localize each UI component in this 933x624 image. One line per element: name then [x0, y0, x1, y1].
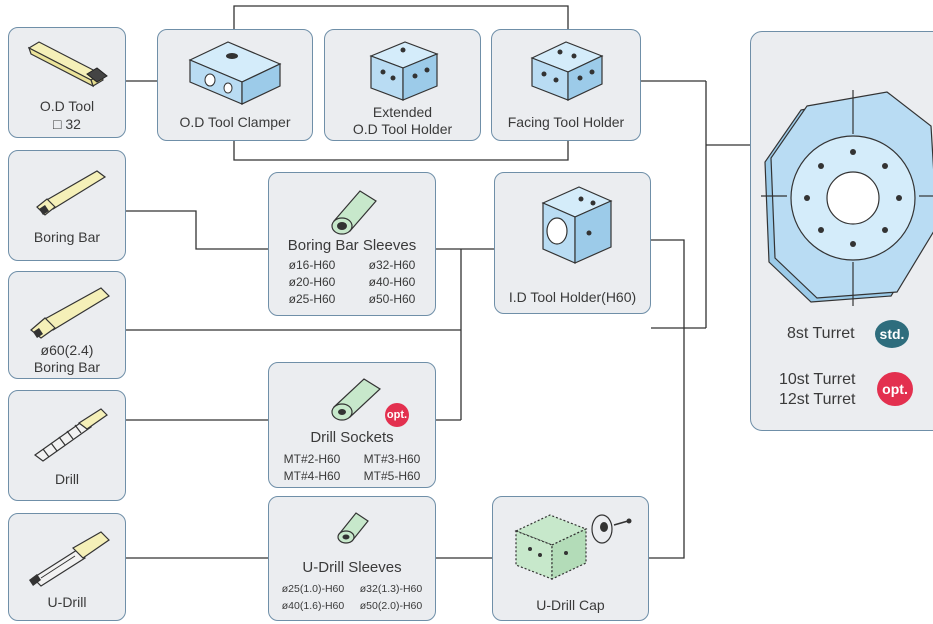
u-drill-card[interactable]: U-Drill — [8, 513, 126, 621]
drill-sockets-icon — [269, 367, 435, 428]
od-tool-clamper-card[interactable]: O.D Tool Clamper — [157, 29, 313, 141]
spec-item: ø25(1.0)-H60 — [281, 583, 345, 595]
spec-item: ø40(1.6)-H60 — [281, 600, 345, 612]
turret-icon — [761, 90, 933, 311]
id-tool-holder-card[interactable]: I.D Tool Holder(H60) — [494, 172, 651, 314]
boring-bar-60-card[interactable]: ø60(2.4) Boring Bar — [8, 271, 126, 379]
facing-tool-holder-card[interactable]: Facing Tool Holder — [491, 29, 641, 141]
spec-item: ø50(2.0)-H60 — [359, 600, 423, 612]
spec-item: ø32-H60 — [368, 258, 416, 272]
drill-sockets-card[interactable]: opt. Drill Sockets MT#2-H60 MT#3-H60 MT#… — [268, 362, 436, 488]
spec-item: MT#4-H60 — [283, 469, 341, 483]
turret-card[interactable]: 8st Turret std. 10st Turret 12st Turret … — [750, 31, 933, 431]
turret-std-badge: std. — [875, 320, 909, 348]
boring-bar-60-label: Boring Bar — [33, 359, 101, 375]
od-tool-clamper-label: O.D Tool Clamper — [179, 114, 291, 130]
drill-label: Drill — [54, 471, 80, 487]
extended-od-holder-label-1: Extended — [372, 104, 433, 120]
u-drill-sleeves-card[interactable]: U-Drill Sleeves ø25(1.0)-H60 ø32(1.3)-H6… — [268, 496, 436, 621]
spec-item: ø40-H60 — [368, 275, 416, 289]
od-tool-card[interactable]: O.D Tool □ 32 — [8, 27, 126, 138]
boring-bar-sleeves-specs: ø16-H60 ø32-H60 ø20-H60 ø40-H60 ø25-H60 … — [275, 257, 429, 308]
boring-bar-label: Boring Bar — [33, 229, 101, 245]
u-drill-sleeves-icon — [269, 503, 435, 552]
u-drill-cap-icon — [493, 503, 648, 590]
u-drill-sleeves-specs: ø25(1.0)-H60 ø32(1.3)-H60 ø40(1.6)-H60 ø… — [275, 581, 429, 615]
boring-bar-60-size: ø60(2.4) — [40, 342, 94, 358]
id-tool-holder-icon — [495, 181, 650, 274]
spec-item: ø16-H60 — [288, 258, 336, 272]
turret-opt-label-2: 12st Turret — [779, 391, 856, 408]
facing-tool-holder-label: Facing Tool Holder — [507, 114, 625, 130]
spec-item: MT#5-H60 — [363, 469, 421, 483]
extended-od-holder-label-2: O.D Tool Holder — [352, 121, 453, 137]
drill-icon — [9, 403, 125, 468]
spec-item: MT#3-H60 — [363, 452, 421, 466]
boring-bar-icon — [9, 163, 125, 228]
u-drill-cap-card[interactable]: U-Drill Cap — [492, 496, 649, 621]
extended-od-holder-icon — [325, 36, 480, 109]
od-tool-clamper-icon — [158, 36, 312, 113]
u-drill-cap-label: U-Drill Cap — [536, 597, 605, 613]
od-tool-icon — [9, 34, 125, 99]
drill-sockets-title: Drill Sockets — [310, 429, 394, 446]
turret-opt-label-1: 10st Turret — [779, 371, 856, 388]
boring-bar-card[interactable]: Boring Bar — [8, 150, 126, 261]
spec-item: ø32(1.3)-H60 — [359, 583, 423, 595]
drill-sockets-specs: MT#2-H60 MT#3-H60 MT#4-H60 MT#5-H60 — [275, 451, 429, 485]
u-drill-icon — [9, 528, 125, 593]
boring-bar-sleeves-card[interactable]: Boring Bar Sleeves ø16-H60 ø32-H60 ø20-H… — [268, 172, 436, 316]
drill-card[interactable]: Drill — [8, 390, 126, 501]
drill-sockets-opt-badge: opt. — [385, 403, 409, 427]
extended-od-holder-card[interactable]: Extended O.D Tool Holder — [324, 29, 481, 141]
facing-tool-holder-icon — [492, 36, 640, 109]
boring-bar-60-icon — [9, 280, 125, 345]
od-tool-label: O.D Tool — [39, 98, 95, 114]
spec-item: ø25-H60 — [288, 292, 336, 306]
boring-bar-sleeves-icon — [269, 181, 435, 242]
spec-item: MT#2-H60 — [283, 452, 341, 466]
turret-std-label: 8st Turret — [787, 325, 855, 342]
turret-opt-badge: opt. — [877, 372, 913, 406]
spec-item: ø50-H60 — [368, 292, 416, 306]
id-tool-holder-label: I.D Tool Holder(H60) — [508, 289, 637, 305]
spec-item: ø20-H60 — [288, 275, 336, 289]
boring-bar-sleeves-title: Boring Bar Sleeves — [287, 237, 417, 254]
od-tool-size: □ 32 — [53, 116, 81, 132]
u-drill-label: U-Drill — [47, 594, 87, 610]
u-drill-sleeves-title: U-Drill Sleeves — [302, 559, 402, 576]
